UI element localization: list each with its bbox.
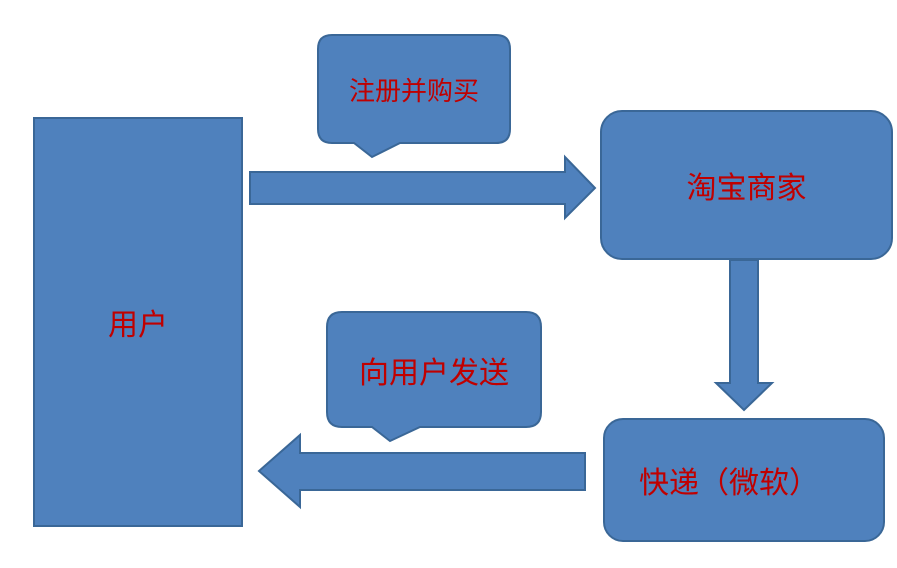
callout-register-label: 注册并购买 (348, 76, 479, 107)
callout-deliver-shape (326, 311, 542, 443)
express-node-label: 快递（微软） (639, 466, 819, 501)
user-node-label: 用户 (108, 308, 168, 343)
arrow-express-to-user (257, 432, 586, 510)
callout-register: 注册并购买 (317, 34, 511, 144)
merchant-node: 淘宝商家 (600, 110, 893, 260)
arrow-merchant-to-express (713, 259, 775, 412)
callout-deliver: 向用户发送 (327, 312, 541, 427)
callout-deliver-label: 向用户发送 (359, 355, 509, 391)
express-node: 快递（微软） (603, 418, 885, 542)
arrow-user-to-merchant (249, 154, 597, 221)
merchant-node-label: 淘宝商家 (686, 171, 807, 206)
callout-register-shape (317, 34, 511, 159)
user-node: 用户 (33, 117, 243, 527)
